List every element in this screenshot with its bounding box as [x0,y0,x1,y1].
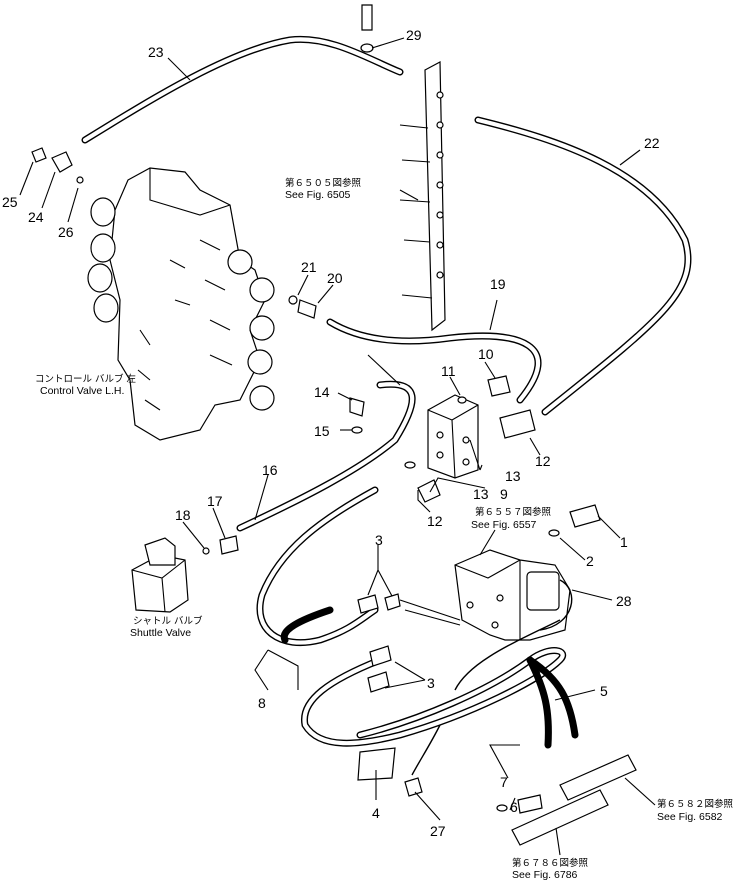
callout-14: 14 [314,384,330,400]
callout-26: 26 [58,224,74,240]
callout-21: 21 [301,259,317,275]
fig6505-jp: 第６５０５図参照 [285,177,362,189]
hoses [81,35,692,776]
fig6582-jp: 第６５８２図参照 [657,798,734,810]
control-valve-lh [87,167,275,441]
callout-9: 9 [500,486,508,502]
callout-19: 19 [490,276,506,292]
callout-28: 28 [616,593,632,609]
control-valve-en: Control Valve L.H. [40,385,124,397]
callout-18: 18 [175,507,191,523]
callout-25: 25 [2,194,18,210]
shuttle-valve [131,537,189,613]
shuttle-valve-en: Shuttle Valve [130,627,191,639]
callout-27: 27 [430,823,446,839]
callout-12a: 12 [535,453,551,469]
callout-7: 7 [500,774,508,790]
fittings [31,4,601,814]
callout-24: 24 [28,209,44,225]
solenoid-valve [454,549,573,641]
callout-4: 4 [372,805,380,821]
fig6786-en: See Fig. 6786 [512,869,578,881]
callout-13b: 13 [473,486,489,502]
callout-3a: 3 [375,532,383,548]
callout-17: 17 [207,493,223,509]
callout-8: 8 [258,695,266,711]
fig6557-en: See Fig. 6557 [471,519,537,531]
callout-2: 2 [586,553,594,569]
callout-29: 29 [406,27,422,43]
callout-20: 20 [327,270,343,286]
callout-10: 10 [478,346,494,362]
bracket-6505 [399,61,446,332]
callout-12b: 12 [427,513,443,529]
callout-16: 16 [262,462,278,478]
valve-block [427,394,479,479]
leader-lines [19,37,656,856]
callout-3b: 3 [427,675,435,691]
fig6557-jp: 第６５５７図参照 [475,506,552,518]
fig6505-en: See Fig. 6505 [285,189,351,201]
callout-6: 6 [510,799,518,815]
fig6786-jp: 第６７８６図参照 [512,857,589,869]
callout-13a: 13 [505,468,521,484]
callout-11: 11 [441,363,456,379]
fig6582-en: See Fig. 6582 [657,811,723,823]
callout-22: 22 [644,135,660,151]
text-labels: 第６５０５図参照 See Fig. 6505 コントロール バルブ 左 Cont… [35,177,734,881]
callout-1: 1 [620,534,628,550]
control-valve-jp: コントロール バルブ 左 [35,373,137,385]
callout-numbers: 23 29 22 25 24 26 21 20 19 10 11 14 15 1… [2,27,660,839]
callout-23: 23 [148,44,164,60]
callout-5: 5 [600,683,608,699]
callout-15: 15 [314,423,330,439]
rods [511,754,637,846]
shuttle-valve-jp: シャトル バルブ [133,615,203,627]
